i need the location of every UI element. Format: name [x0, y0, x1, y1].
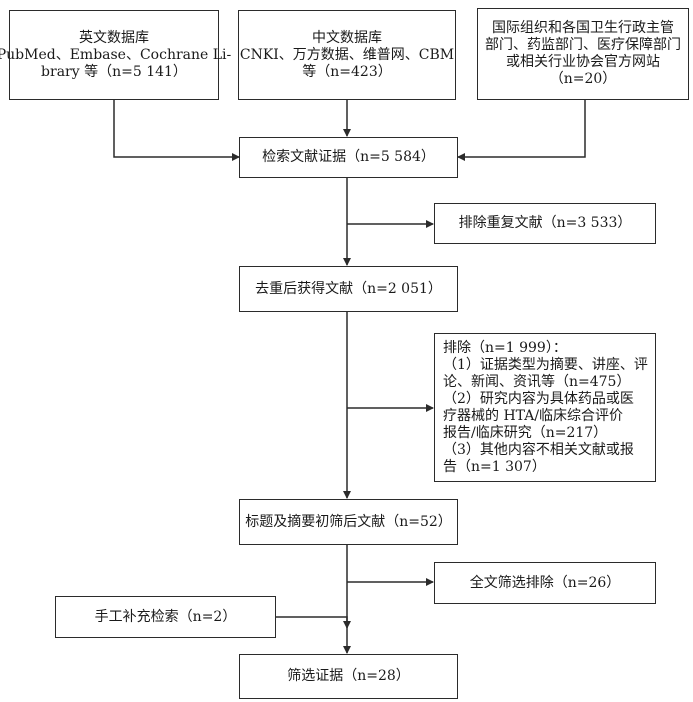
chinese-db-line-3: 等（n=423）	[302, 63, 392, 80]
final-evidence-label: 筛选证据（n=28）	[287, 668, 410, 684]
manual-search-label: 手工补充检索（n=2）	[94, 608, 237, 625]
title-abstract-box: 标题及摘要初筛后文献（n=52）	[239, 499, 458, 545]
english-db-box: 英文数据库 PubMed、Embase、Cochrane Li- brary 等…	[0, 10, 231, 100]
screening-line-1: 排除（n=1 999）：	[443, 339, 567, 356]
official-sites-box: 国际组织和各国卫生行政主管 部门、药监部门、医疗保障部门 或相关行业协会官方网站…	[477, 8, 689, 100]
duplicates-label: 排除重复文献（n=3 533）	[458, 215, 632, 231]
screening-line-5: 疗器械的 HTA/临床综合评价	[443, 407, 624, 424]
after-dedup-box: 去重后获得文献（n=2 051）	[239, 266, 458, 312]
screening-line-6: 报告/临床研究（n=217）	[443, 424, 608, 441]
manual-search-box: 手工补充检索（n=2）	[55, 596, 276, 638]
fulltext-exclusion-box: 全文筛选排除（n=26）	[434, 562, 656, 604]
english-db-line-2: PubMed、Embase、Cochrane Li-	[0, 46, 232, 63]
chinese-db-line-1: 中文数据库	[312, 29, 382, 46]
chinese-db-box: 中文数据库 CNKI、万方数据、维普网、CBM 等（n=423）	[238, 10, 456, 100]
screening-line-7: （3）其他内容不相关文献或报	[443, 441, 634, 458]
official-sites-line-2: 部门、药监部门、医疗保障部门	[485, 37, 681, 53]
fulltext-exclusion-label: 全文筛选排除（n=26）	[469, 574, 621, 591]
english-db-line-3: brary 等（n=5 141）	[41, 63, 187, 80]
official-sites-line-3: 或相关行业协会官方网站	[506, 54, 660, 70]
screening-exclusion-box: 排除（n=1 999）： （1）证据类型为摘要、讲座、评 论、新闻、资讯等（n=…	[434, 333, 656, 482]
chinese-db-line-2: CNKI、万方数据、维普网、CBM	[239, 46, 455, 63]
official-sites-line-1: 国际组织和各国卫生行政主管	[492, 20, 674, 36]
duplicates-exclusion-box: 排除重复文献（n=3 533）	[434, 203, 656, 244]
retrieved-box: 检索文献证据（n=5 584）	[239, 137, 458, 178]
final-evidence-box: 筛选证据（n=28）	[239, 654, 458, 699]
english-db-line-1: 英文数据库	[79, 29, 149, 46]
connector-english-to-retrieved	[113, 100, 240, 161]
connector-official-to-retrieved	[457, 100, 586, 161]
screening-line-2: （1）证据类型为摘要、讲座、评	[443, 356, 648, 373]
screening-line-4: （2）研究内容为具体药品或医	[443, 390, 634, 407]
official-sites-line-4: （n=20）	[549, 71, 617, 87]
retrieved-label: 检索文献证据（n=5 584）	[262, 149, 435, 165]
after-dedup-label: 去重后获得文献（n=2 051）	[255, 280, 442, 297]
title-abstract-label: 标题及摘要初筛后文献（n=52）	[245, 513, 452, 530]
connector-manual-to-main	[276, 616, 351, 629]
screening-line-8: 告（n=1 307）	[443, 458, 546, 475]
screening-line-3: 论、新闻、资讯等（n=475）	[443, 373, 631, 390]
